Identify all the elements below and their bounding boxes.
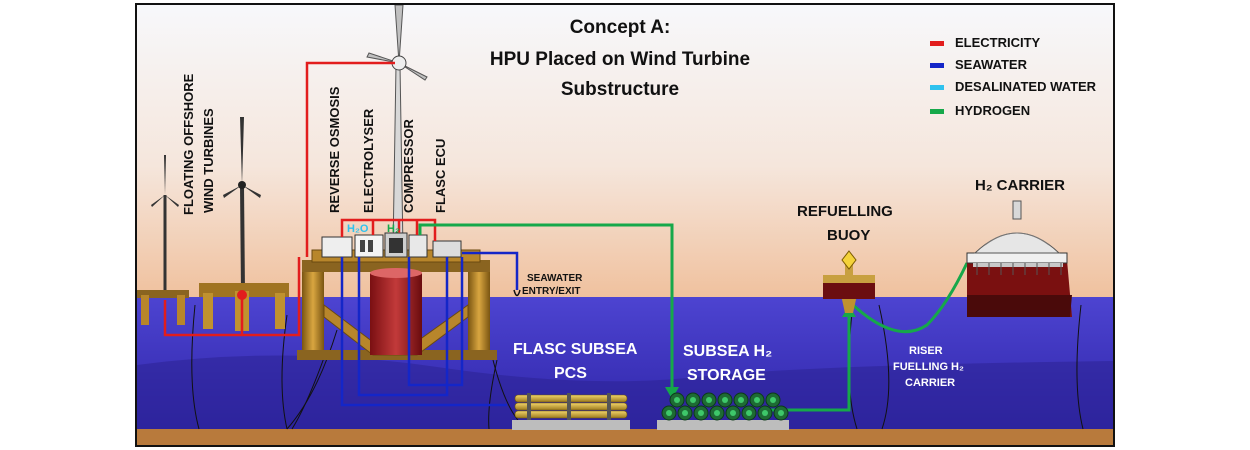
subsea-pcs — [512, 393, 630, 430]
h2-carrier — [966, 200, 1072, 317]
label-subsea-storage-1: SUBSEA H₂ — [683, 343, 773, 360]
legend-swatches — [930, 41, 944, 114]
label-riser-1: RISER — [909, 345, 943, 357]
label-h2-small: H₂ — [387, 223, 400, 235]
seabed — [137, 429, 1113, 445]
sky — [137, 5, 1113, 297]
legend-swatch-electricity — [930, 41, 944, 46]
seabed-relief — [137, 355, 1113, 429]
hpu-modules — [321, 232, 462, 258]
legend-swatch-hydrogen — [930, 109, 944, 114]
concept-diagram — [137, 5, 1113, 445]
floating-turbine-medium — [199, 117, 289, 331]
label-electrolyser: ELECTROLYSER — [361, 108, 376, 213]
legend-swatch-desalinated-water — [930, 85, 944, 90]
title-line-3: Substructure — [560, 79, 680, 100]
legend-label-hydrogen: HYDROGEN — [955, 103, 1031, 118]
label-flasc-subsea-2: PCS — [554, 365, 587, 382]
hydrogen-line — [418, 223, 674, 395]
legend-label-electricity: ELECTRICITY — [955, 35, 1041, 50]
diagram-frame: Concept A: HPU Placed on Wind Turbine Su… — [135, 3, 1115, 447]
label-riser-3: CARRIER — [905, 377, 956, 389]
hydrogen-arrow-storage — [665, 387, 679, 399]
label-floating-line1: FLOATING OFFSHORE — [181, 73, 196, 215]
title-line-1: Concept A: — [569, 17, 671, 38]
legend-label-desalinated-water: DESALINATED WATER — [955, 79, 1097, 94]
floating-turbine-small — [137, 155, 189, 325]
refuelling-buoy — [823, 250, 875, 313]
seawater-entry-hook — [513, 289, 521, 297]
label-floating-line2: WIND TURBINES — [201, 108, 216, 213]
label-refuelling-2: BUOY — [827, 227, 871, 244]
label-seawater-entry-2: ENTRY/EXIT — [522, 286, 581, 297]
riser-hose — [851, 262, 969, 334]
label-flasc-ecu: FLASC ECU — [433, 138, 448, 213]
label-seawater-entry-1: SEAWATER — [527, 273, 583, 284]
label-compressor: COMPRESSOR — [401, 119, 416, 213]
electricity-lines — [163, 61, 437, 337]
subsea-h2-storage — [657, 392, 789, 430]
mooring-lines — [191, 304, 1084, 430]
legend-label-seawater: SEAWATER — [955, 57, 1027, 72]
title-line-2: HPU Placed on Wind Turbine — [489, 49, 751, 70]
label-subsea-storage-2: STORAGE — [687, 367, 766, 384]
label-h2o: H₂O — [347, 223, 369, 235]
label-carrier: H₂ CARRIER — [975, 177, 1065, 194]
legend-swatch-seawater — [930, 63, 944, 68]
label-refuelling-1: REFUELLING — [797, 203, 893, 220]
label-riser-2: FUELLING H₂ — [893, 361, 964, 373]
seawater-lines — [340, 251, 519, 407]
main-wind-turbine — [366, 5, 428, 251]
hydrogen-line-buoy — [767, 310, 851, 412]
label-flasc-subsea-1: FLASC SUBSEA — [513, 341, 638, 358]
label-reverse-osmosis: REVERSE OSMOSIS — [327, 86, 342, 213]
